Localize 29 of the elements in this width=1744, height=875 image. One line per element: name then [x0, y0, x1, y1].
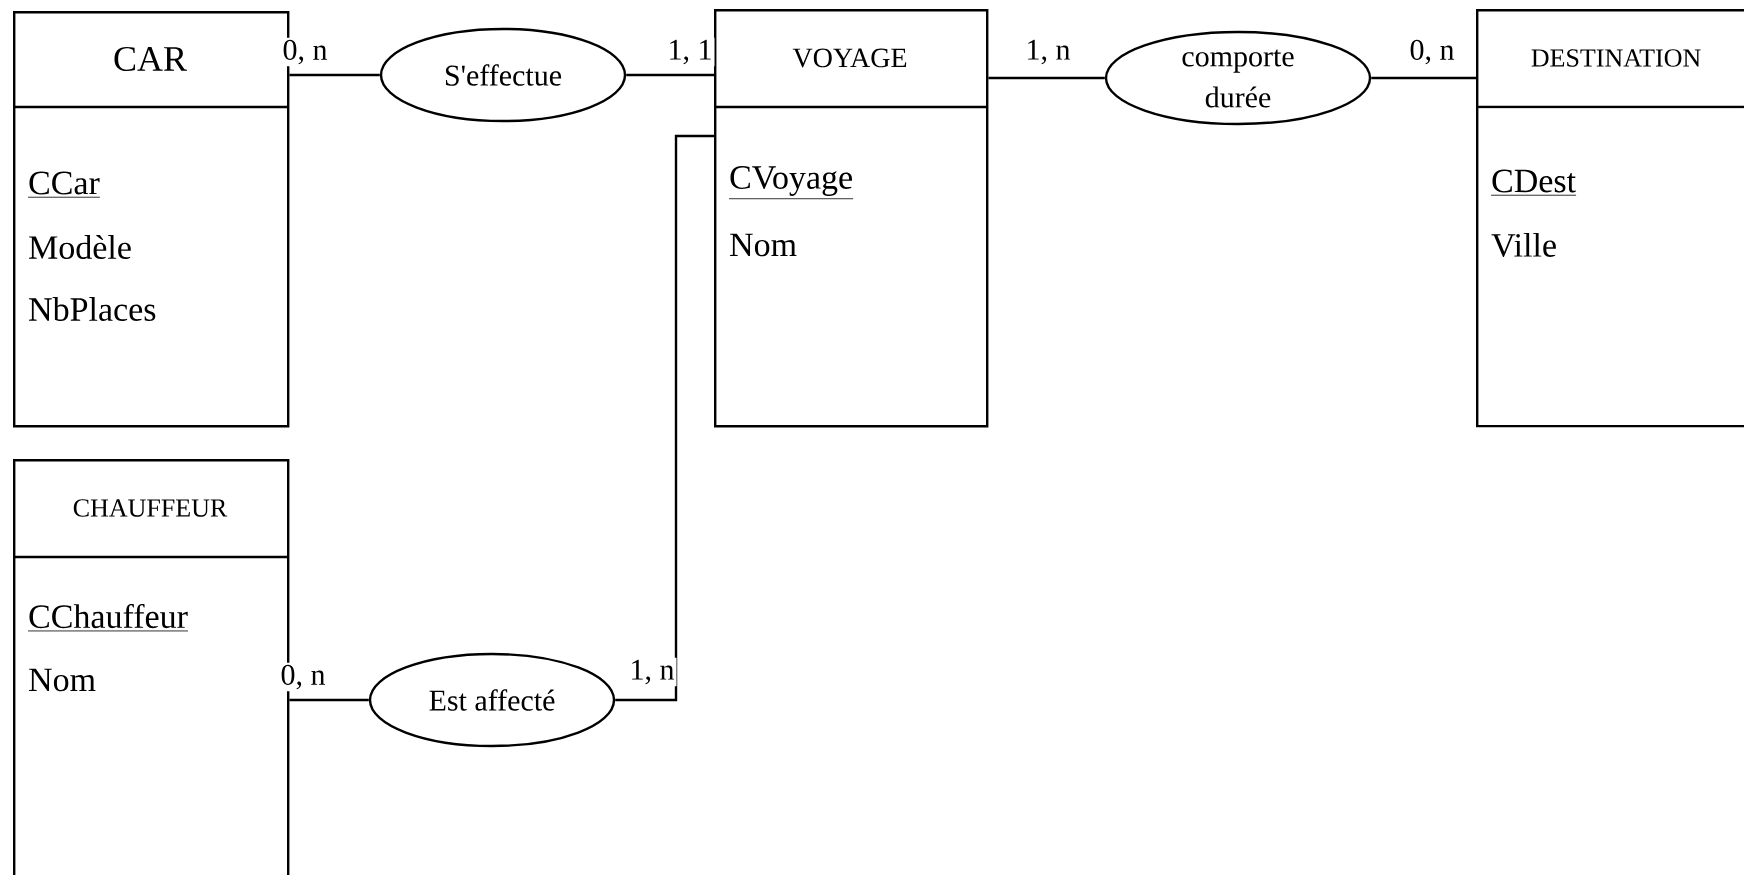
cardinality-label: 0, n — [278, 662, 328, 692]
relation-name: S'effectue — [445, 64, 562, 86]
connector-line — [289, 698, 369, 702]
key-attribute: CVoyage — [728, 166, 854, 200]
entity-name: DESTINATION — [1531, 49, 1701, 67]
cardinality-label: 1, n — [627, 657, 677, 687]
key-attribute: CCar — [27, 171, 101, 198]
attribute: NbPlaces — [29, 297, 156, 321]
key-attribute: CDest — [1490, 169, 1577, 196]
cardinality-label: 0, n — [1407, 37, 1457, 67]
cardinality-label: 1, n — [1023, 37, 1073, 67]
connector-line — [988, 76, 1105, 80]
attribute: Nom — [29, 668, 96, 692]
key-attribute: CChauffeur — [27, 603, 189, 632]
cardinality-label: 1, 1 — [665, 37, 715, 67]
attribute: Modèle — [29, 235, 131, 259]
entity-name: VOYAGE — [792, 48, 907, 68]
entity-name: CAR — [114, 46, 187, 72]
relation-name: comporte — [1182, 49, 1294, 73]
connector-line — [289, 73, 380, 77]
attribute: Ville — [1491, 232, 1556, 258]
connector-line — [626, 73, 714, 77]
relation-name: Est affecté — [429, 689, 555, 711]
entity-name: CHAUFFEUR — [73, 499, 228, 517]
connector-line — [1371, 76, 1476, 80]
connector-line — [615, 134, 714, 702]
cardinality-label: 0, n — [280, 37, 330, 67]
attribute: Nom — [730, 233, 797, 257]
attribute: durée — [1205, 86, 1271, 108]
